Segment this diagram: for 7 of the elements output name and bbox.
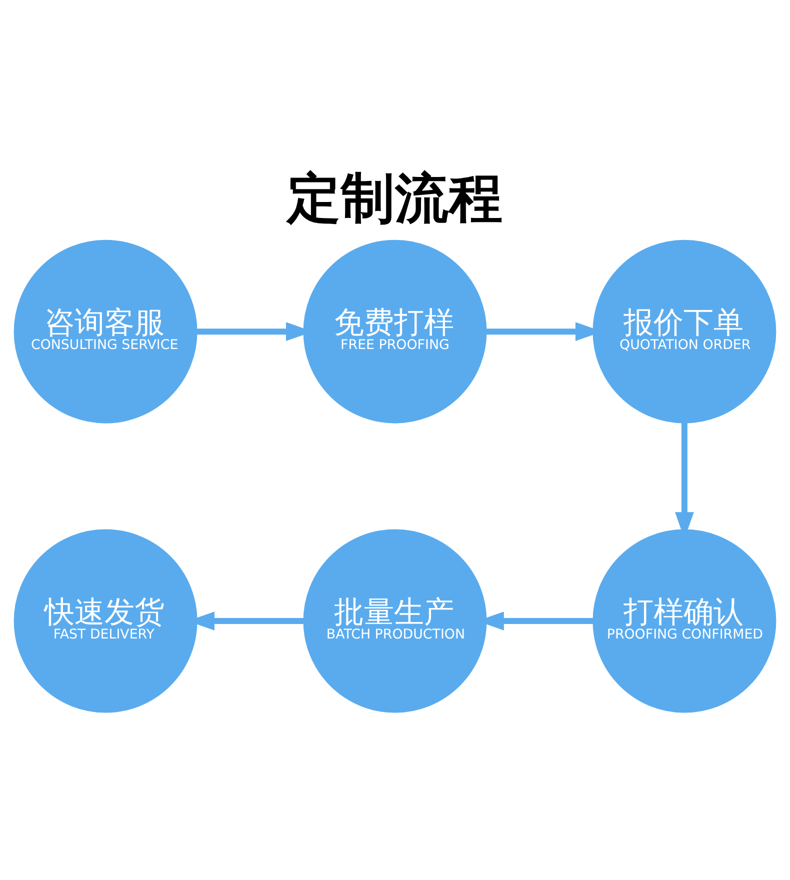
node-circle: 打样确认 PROOFING CONFIRMED	[592, 528, 776, 712]
node-circle: 快速发货 FAST DELIVERY	[14, 528, 198, 712]
node-circle: 免费打样 FREE PROOFING	[303, 239, 487, 423]
node-circle: 批量生产 BATCH PRODUCTION	[303, 528, 487, 712]
node-circle: 报价下单 QUOTATION ORDER	[592, 239, 776, 423]
node-circle: 咨询客服 CONSULTING SERVICE	[14, 239, 198, 423]
diagram-title: 定制流程	[286, 166, 503, 229]
